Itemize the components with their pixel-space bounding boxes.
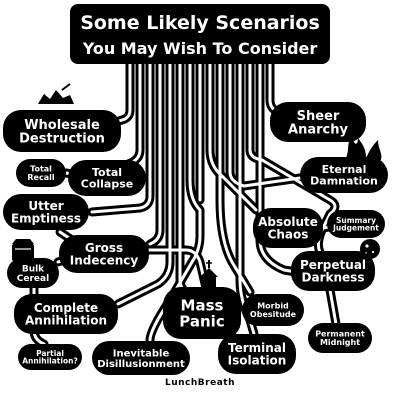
scenario-blob bbox=[7, 258, 59, 288]
cereal-box-icon bbox=[12, 239, 34, 261]
scenario-blob bbox=[218, 334, 296, 374]
scenario-blob bbox=[270, 102, 366, 142]
scenario-label-line: Morbid bbox=[257, 302, 289, 311]
title-line-2: You May Wish To Consider bbox=[82, 39, 318, 58]
scenario-blob bbox=[16, 159, 66, 187]
title-box bbox=[70, 4, 330, 64]
scenario-label-line: Absolute bbox=[258, 215, 318, 229]
scenario-blob bbox=[3, 110, 121, 152]
scenario-label-line: Gross bbox=[85, 241, 123, 255]
scenario-label-line: Panic bbox=[179, 312, 224, 330]
scenario-blob bbox=[242, 294, 304, 326]
scenario-label-line: Destruction bbox=[19, 132, 105, 147]
pictograms bbox=[12, 83, 382, 288]
pipe-core-4 bbox=[90, 62, 152, 214]
scenario-label-line: Anarchy bbox=[288, 123, 348, 138]
scenario-label-line: Darkness bbox=[302, 271, 365, 285]
pipe-core-12 bbox=[228, 62, 302, 188]
scenario-label-line: Emptiness bbox=[11, 212, 81, 226]
pipe-core-10 bbox=[208, 62, 258, 212]
scenario-blob bbox=[18, 344, 82, 370]
scenario-label-line: Recall bbox=[27, 173, 54, 182]
scenario-label-line: Obesitude bbox=[250, 310, 297, 319]
church-icon bbox=[200, 260, 218, 288]
scenario-label-line: Chaos bbox=[268, 228, 309, 242]
pipe-core-11 bbox=[218, 62, 252, 294]
scenario-label-line: Damnation bbox=[310, 175, 378, 188]
rubble-icon bbox=[38, 90, 74, 104]
scenario-label-line: Inevitable bbox=[113, 348, 170, 359]
scenario-label-line: Permanent bbox=[315, 330, 365, 339]
scenario-label-line: Sheer bbox=[297, 109, 340, 124]
scenario-blob bbox=[163, 287, 241, 339]
scenario-label-line: Utter bbox=[28, 199, 63, 213]
scenario-label-line: Partial bbox=[36, 349, 64, 358]
pipe-core-5 bbox=[148, 62, 162, 246]
scenario-label-line: Judgement bbox=[332, 224, 379, 233]
scenario-label-line: Cereal bbox=[17, 274, 49, 284]
scenario-label-line: Mass bbox=[181, 297, 224, 315]
scenario-label-line: Total bbox=[30, 165, 52, 174]
title-banner: Some Likely Scenarios You May Wish To Co… bbox=[70, 4, 330, 64]
pipe-core-19 bbox=[116, 248, 208, 290]
flames-icon bbox=[346, 136, 382, 162]
scenario-label-line: Midnight bbox=[320, 338, 360, 347]
scenario-label-line: Annihilation? bbox=[22, 357, 78, 366]
scenario-blob bbox=[308, 323, 372, 353]
debris-icon bbox=[61, 83, 71, 91]
scenario-label-line: Complete bbox=[34, 301, 98, 315]
scenario-blob bbox=[327, 210, 385, 238]
scenario-blob bbox=[14, 294, 118, 334]
scenario-blob bbox=[3, 194, 89, 230]
scenario-blob bbox=[253, 208, 323, 248]
pipe-core-0 bbox=[108, 62, 132, 126]
pipe-core-8 bbox=[148, 62, 202, 342]
title-line-1: Some Likely Scenarios bbox=[80, 12, 320, 34]
scenario-boxes: WholesaleDestructionSheerAnarchyTotalRec… bbox=[3, 102, 388, 375]
scenario-blob bbox=[291, 251, 375, 291]
scenario-label-line: Perpetual bbox=[300, 258, 366, 272]
scenario-blob bbox=[68, 160, 146, 196]
scenario-label-line: Summary bbox=[336, 216, 376, 225]
scenario-label-line: Eternal bbox=[322, 163, 367, 176]
scenario-label-line: Indecency bbox=[70, 254, 139, 268]
scenario-label-line: Isolation bbox=[228, 354, 287, 368]
scenario-label-line: Total bbox=[92, 166, 122, 179]
credit: LunchBreath bbox=[165, 378, 235, 388]
scenario-blob bbox=[92, 341, 190, 375]
scenario-label-line: Bulk bbox=[22, 265, 45, 275]
scenario-blob bbox=[300, 157, 388, 193]
scenario-label-line: Terminal bbox=[228, 341, 286, 355]
scenario-label-line: Wholesale bbox=[24, 118, 100, 133]
pipe-core-6 bbox=[116, 62, 172, 306]
scenario-blob bbox=[59, 235, 149, 273]
scenario-label-line: Disillusionment bbox=[97, 359, 185, 370]
pipe-core-20 bbox=[328, 288, 338, 326]
scenario-label-line: Annihilation bbox=[25, 314, 107, 328]
scenario-label-line: Collapse bbox=[81, 178, 133, 191]
